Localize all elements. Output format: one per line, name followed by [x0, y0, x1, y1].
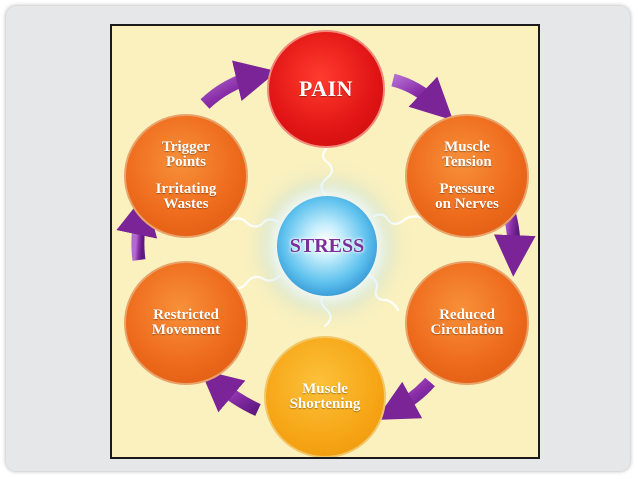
reduced-circulation-node: Reduced Circulation [405, 261, 529, 385]
trigger-points-line2: Points [165, 154, 206, 171]
pressure-nerves-line2: on Nerves [435, 195, 499, 212]
trigger-points-line1: Trigger [161, 138, 211, 155]
arrow-circulation-to-shortening [375, 377, 435, 420]
connector-trigger-points [228, 217, 280, 228]
arrow-shortening-to-restricted [200, 369, 261, 416]
muscle-tension-node: Muscle Tension Pressure on Nerves [405, 114, 529, 238]
stress-center-node: STRESS [277, 196, 377, 296]
irritating-wastes-line1: Irritating [155, 180, 217, 197]
arrow-restricted-to-trigger [116, 193, 158, 261]
slide-frame: PAIN Muscle Tension Pressure on Nerves R… [6, 6, 630, 471]
arrow-pain-to-tension [391, 73, 454, 121]
pain-node: PAIN [267, 30, 385, 148]
stress-pain-cycle-diagram: PAIN Muscle Tension Pressure on Nerves R… [110, 24, 540, 459]
connector-pain [320, 146, 334, 196]
stress-label: STRESS [289, 234, 365, 257]
restricted-movement-node: Restricted Movement [124, 261, 248, 385]
restricted-movement-line2: Movement [151, 322, 221, 338]
diagram-connectors [116, 60, 536, 420]
arrow-trigger-to-pain [200, 60, 278, 109]
reduced-circulation-line2: Circulation [430, 322, 504, 338]
muscle-shortening-node: Muscle Shortening [264, 336, 386, 457]
connector-restricted-movement [230, 274, 282, 290]
pain-label: PAIN [298, 75, 354, 101]
connector-muscle-shortening [320, 292, 332, 328]
muscle-shortening-line2: Shortening [289, 396, 361, 412]
muscle-tension-line2: Tension [442, 154, 492, 171]
irritating-wastes-line2: Wastes [163, 195, 209, 212]
reduced-circulation-line1: Reduced [439, 306, 495, 323]
muscle-shortening-line1: Muscle [302, 380, 348, 397]
trigger-points-node: Trigger Points Irritating Wastes [124, 114, 248, 238]
connector-muscle-tension [372, 213, 424, 226]
pressure-nerves-line1: Pressure [439, 180, 495, 197]
connector-reduced-circulation [368, 274, 400, 312]
restricted-movement-line1: Restricted [153, 306, 219, 323]
muscle-tension-line1: Muscle [444, 138, 490, 155]
